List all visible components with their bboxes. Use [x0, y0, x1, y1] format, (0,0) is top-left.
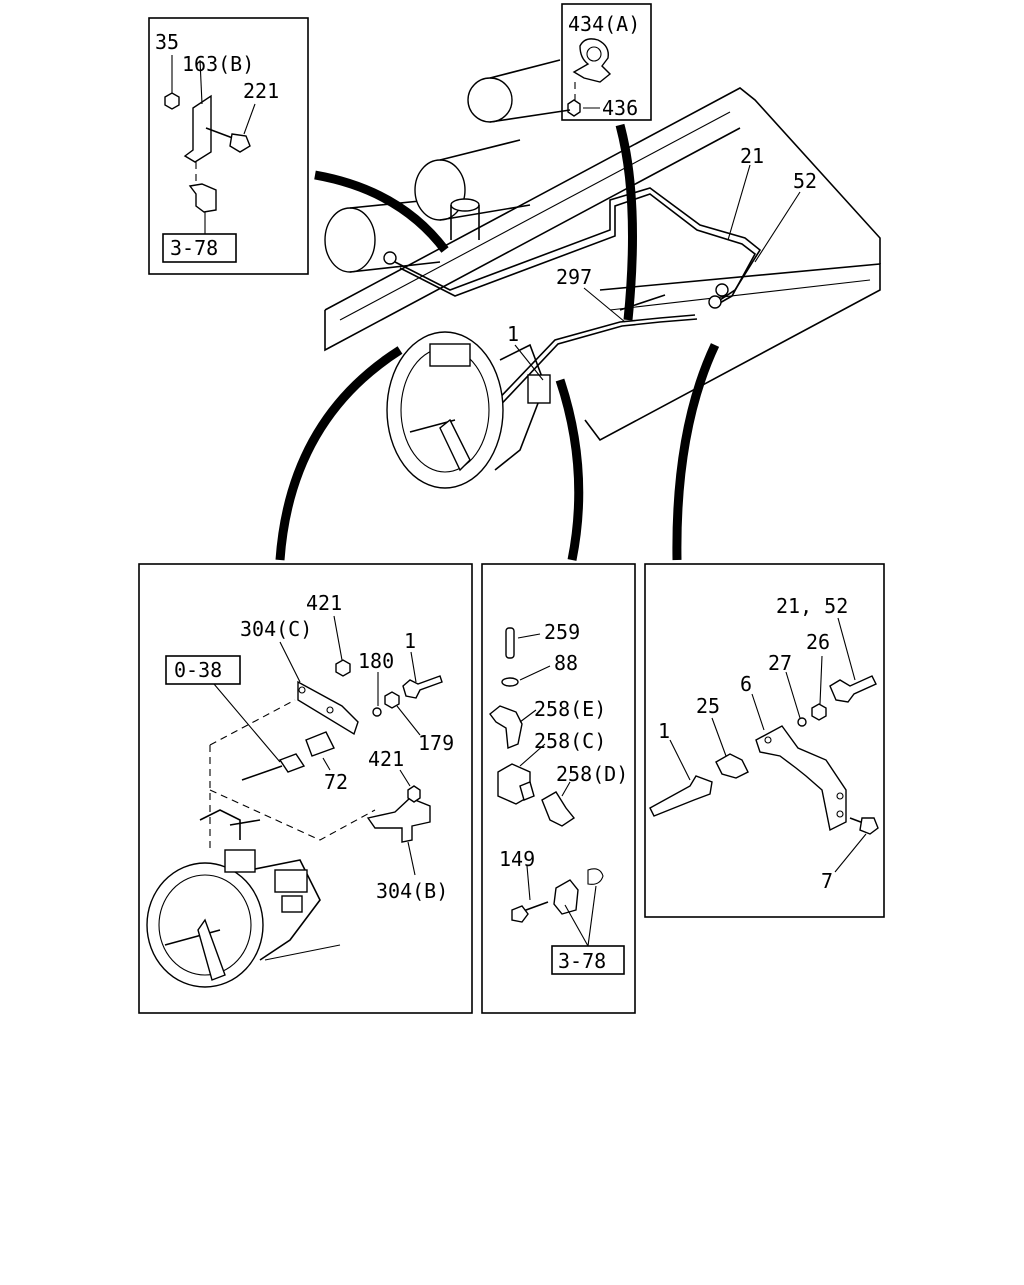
callout-180: 180 [358, 649, 394, 673]
pipe-21 [394, 187, 762, 301]
callout-258c: 258(C) [534, 729, 606, 753]
callout-163b: 163(B) [182, 52, 254, 76]
callout-27: 27 [768, 651, 792, 675]
callout-ref-0-38: 0-38 [174, 658, 222, 682]
callout-436: 436 [602, 96, 638, 120]
ref-box [162, 233, 237, 263]
elbow-258e [489, 705, 523, 749]
nut-421-top [335, 659, 351, 677]
inset-frame [148, 17, 309, 275]
thick-leaders [275, 123, 720, 561]
main-assembly: 21 52 297 1 [324, 59, 881, 489]
inset-top-center: 434(A) 436 [561, 3, 652, 121]
washer-180 [372, 707, 382, 717]
pipe-1-right [649, 775, 713, 817]
callout-88: 88 [554, 651, 578, 675]
leader-21 [727, 164, 751, 241]
callout-21: 21 [740, 144, 764, 168]
washer-27 [797, 717, 807, 727]
connector-72 [305, 731, 335, 757]
callout-35: 35 [155, 30, 179, 54]
panel-middle: 259 88 258(E) 258(C) 258(D) 149 3-78 [481, 563, 636, 1014]
hose-end-21-52 [829, 675, 877, 703]
leader-thick-middle [555, 378, 584, 561]
bracket-6 [755, 725, 847, 832]
callout-72: 72 [324, 770, 348, 794]
leader-thick-right [672, 343, 720, 561]
brake-chamber [386, 331, 551, 489]
panel-right: 21, 52 26 27 6 25 1 7 [644, 563, 885, 918]
callout-258e: 258(E) [534, 697, 606, 721]
bolt-221 [229, 133, 251, 153]
leader-thick-tc [615, 123, 637, 321]
washer-88 [501, 677, 519, 687]
bolt-149 [511, 905, 529, 923]
callout-304c: 304(C) [240, 617, 312, 641]
leader-52 [754, 191, 801, 263]
pin-259 [505, 627, 515, 659]
callout-25: 25 [696, 694, 720, 718]
callout-259: 259 [544, 620, 580, 644]
nut-35 [164, 92, 180, 110]
panel-left: 421 304(C) 180 1 0-38 179 72 421 304(B) [138, 563, 473, 1014]
callout-ref-3-78: 3-78 [170, 236, 218, 260]
callout-52: 52 [793, 169, 817, 193]
panel-frame [481, 563, 636, 1014]
callout-304b: 304(B) [376, 879, 448, 903]
brake-chamber-detail [146, 809, 341, 988]
frame-rail [324, 87, 881, 311]
bracket-304b [366, 797, 431, 843]
clip-mid [553, 879, 579, 915]
callout-1: 1 [507, 322, 519, 346]
fitting-258d [541, 791, 576, 827]
leader-thick-tl [314, 170, 449, 253]
callout-434a: 434(A) [568, 12, 640, 36]
nut-26 [811, 703, 827, 721]
callout-149: 149 [499, 847, 535, 871]
callout-179: 179 [418, 731, 454, 755]
bolt-7 [859, 817, 879, 835]
bracket-163b [183, 94, 212, 163]
inset-frame [561, 3, 652, 121]
callout-6: 6 [740, 672, 752, 696]
inset-top-left: 35 163(B) 221 3-78 [148, 17, 309, 275]
leader-1 [514, 344, 544, 381]
callout-21-52: 21, 52 [776, 594, 848, 618]
nut-436 [567, 99, 581, 117]
callout-421-bottom: 421 [368, 747, 404, 771]
panel-frame [138, 563, 473, 1014]
clip [188, 183, 217, 213]
callout-297: 297 [556, 265, 592, 289]
nut-421-bottom [407, 785, 421, 803]
callout-26: 26 [806, 630, 830, 654]
callout-1-right: 1 [658, 719, 670, 743]
callout-221: 221 [243, 79, 279, 103]
callout-258d: 258(D) [556, 762, 628, 786]
fitting-25 [715, 753, 749, 779]
callout-421-top: 421 [306, 591, 342, 615]
panel-frame [644, 563, 885, 918]
callout-7: 7 [821, 869, 833, 893]
callout-1-left: 1 [404, 629, 416, 653]
air-tanks [324, 59, 571, 273]
leader-297 [583, 287, 626, 323]
ref-box [165, 655, 241, 685]
leader-thick-left [275, 346, 403, 561]
callout-ref-3-78: 3-78 [558, 949, 606, 973]
pipe-297 [487, 314, 696, 411]
pipe-end-1 [402, 675, 443, 699]
nut-179 [384, 691, 400, 709]
